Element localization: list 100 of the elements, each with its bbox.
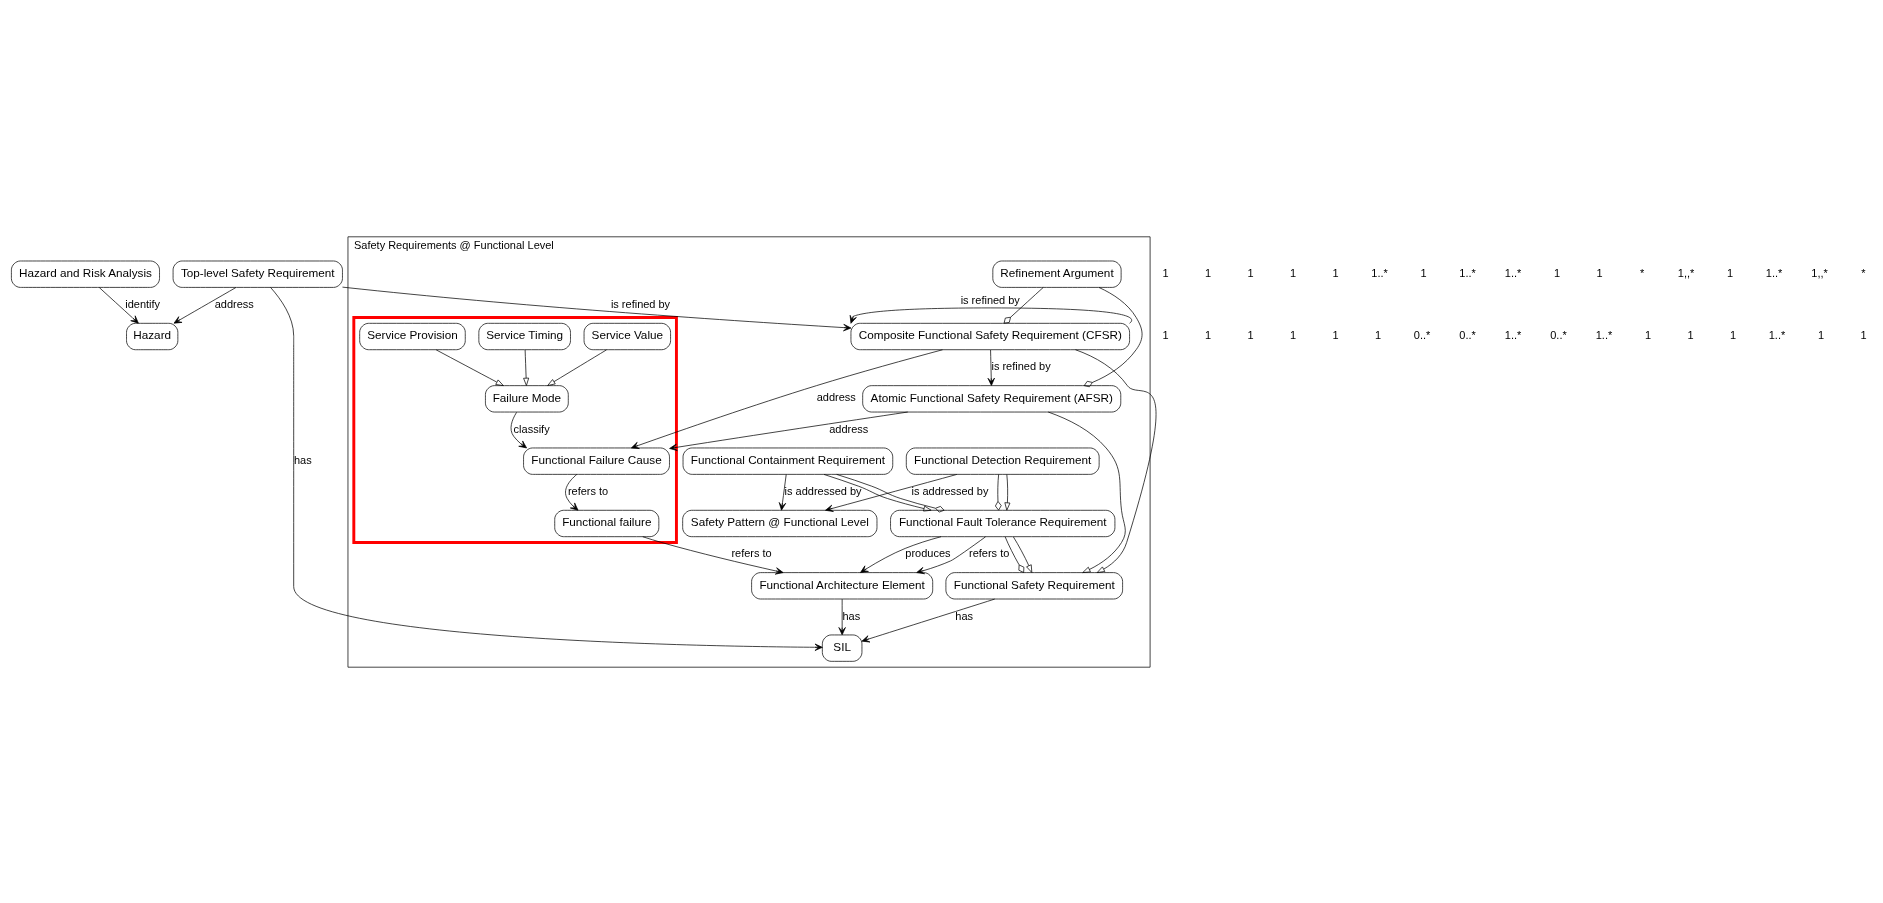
edge-label: has [842,609,861,622]
arrow [1004,473,1011,511]
edge-label: address [829,422,869,435]
arrow [1013,535,1033,573]
label: 1 [1687,328,1694,341]
label: 1..* [1459,266,1476,279]
connector [836,473,945,512]
label: 1 [1375,328,1382,341]
connector [1003,286,1044,324]
node-box: Safety Pattern @ Functional Level [682,509,878,537]
node-box: Hazard and Risk Analysis [11,260,160,288]
label: 1 [1247,328,1254,341]
arrow [823,473,932,511]
label: 0..* [1459,328,1476,341]
arrow [1075,348,1157,573]
node-box: Functional Failure Cause [523,447,670,475]
arrow [825,473,958,512]
arrow [270,286,823,651]
label: 1..* [1504,328,1522,341]
label: 1 [1332,328,1339,341]
edge-label: classify [513,422,550,435]
label: 1..* [1765,266,1783,279]
edge-label: refers to [567,484,609,497]
node-box: Top-level Safety Requirement [172,260,343,288]
label: 1,,* [1677,266,1695,279]
arrow [565,473,579,511]
label: 1 [1162,266,1169,279]
node-box: Hazard [126,322,179,350]
connector [1083,286,1143,387]
label: 1 [1596,266,1603,279]
label: 1..* [1768,328,1786,341]
label: 1,,* [1811,266,1828,279]
label: 1 [1644,328,1652,341]
node-box: Functional Fault Tolerance Requirement [890,509,1116,537]
arrow [860,535,942,573]
arrow [642,535,784,575]
node-box: Functional Safety Requirement [945,571,1123,599]
node-box: Atomic Functional Safety Requirement (AFSR) [862,384,1122,412]
label: 1 [1332,266,1339,279]
label: 0..* [1550,328,1567,341]
arrow [916,535,986,574]
edge-label: is refined by [960,293,1020,306]
node-box: Service Timing [478,322,571,350]
node-box: Service Provision [359,322,466,350]
label: 1 [1290,328,1297,341]
label: 1..* [1595,328,1613,341]
edge-label: has [955,609,974,622]
arrow [849,307,1133,324]
connector [995,473,1002,511]
edge-label: is addressed by [911,484,989,497]
label: 1 [1204,328,1212,341]
edge-label: address [214,297,254,310]
arrow [547,349,607,386]
connector [1004,535,1025,573]
node-box: SIL [822,634,863,662]
arrow [987,349,995,386]
arrow [778,473,787,511]
arrow [838,598,846,635]
edge-label: address [816,390,856,403]
arrow [173,286,237,324]
arrow [435,349,504,386]
label: 1 [1860,328,1867,341]
edge-label: has [294,453,312,466]
label: 0..* [1413,328,1431,341]
node-box: Functional Containment Requirement [682,447,894,475]
label: 1..* [1371,266,1388,279]
arrow [861,598,996,642]
arrow [669,411,909,451]
edge-label: refers to [969,546,1010,559]
edge-label: produces [905,546,951,559]
label: 1 [1729,328,1737,341]
node-box: Functional Architecture Element [751,571,934,599]
node-box: Functional Detection Requirement [905,447,1100,475]
label: 1 [1290,266,1297,279]
arrow [523,349,530,386]
label: * [1639,266,1645,279]
edge-label: identify [125,297,161,310]
node-box: Functional failure [554,509,660,537]
label: 1 [1420,266,1427,279]
label: 1 [1204,266,1212,279]
arrow [342,286,852,331]
edge-label: is refined by [610,297,671,310]
arrow [510,411,527,448]
label: 1 [1817,328,1825,341]
edge-label: is refined by [991,359,1051,372]
label: * [1861,266,1866,279]
label: 1..* [1504,266,1522,279]
label: 1 [1727,266,1734,279]
node-box: Failure Mode [485,384,569,412]
node-box: Service Value [583,322,671,350]
arrow [1047,411,1126,573]
arrow [98,286,139,324]
arrow [631,348,944,449]
edge-label: refers to [731,546,772,559]
node-box: Refinement Argument [992,260,1122,288]
label: 1 [1247,266,1254,279]
label: 1 [1162,328,1169,341]
label: 1 [1553,266,1561,279]
edge-label: is addressed by [784,484,862,497]
node-box: Composite Functional Safety Requirement (CFSR) [850,322,1130,350]
